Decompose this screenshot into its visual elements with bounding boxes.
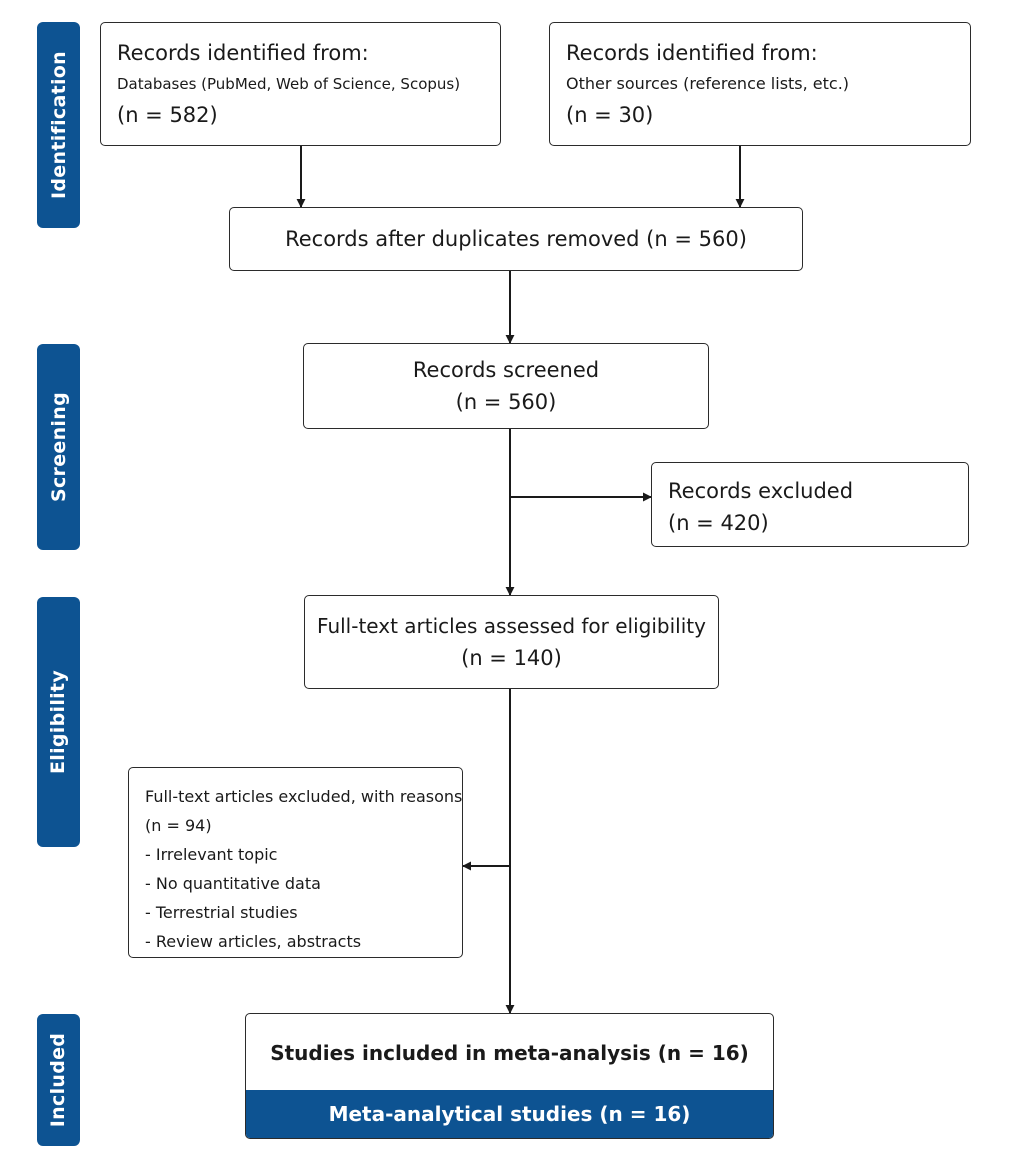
stage-screening: Screening <box>37 344 80 550</box>
stage-included: Included <box>37 1014 80 1146</box>
exclusion-reason: Review articles, abstracts <box>145 927 446 956</box>
other-sources-source: Other sources (reference lists, etc.) <box>566 74 850 93</box>
records-screened-title: Records screened <box>412 358 600 382</box>
exclusion-reason: Irrelevant topic <box>145 840 446 869</box>
duplicates-removed-box: Records after duplicates removed (n = 56… <box>229 207 803 271</box>
stage-eligibility-label: Eligibility <box>47 669 70 775</box>
stage-included-label: Included <box>47 1032 70 1128</box>
other-sources-records-box: Records identified from: Other sources (… <box>549 22 971 146</box>
full-text-excluded-title: Full-text articles excluded, with reason… <box>145 787 463 806</box>
other-sources-title: Records identified from: <box>566 41 818 65</box>
records-excluded-count: (n = 420) <box>668 511 769 535</box>
full-text-assessed-box: Full-text articles assessed for eligibil… <box>304 595 719 689</box>
stage-identification-label: Identification <box>47 51 70 199</box>
records-screened-count: (n = 560) <box>455 390 557 414</box>
meta-analytical-studies-bar: Meta-analytical studies (n = 16) <box>246 1090 773 1138</box>
databases-count: (n = 582) <box>117 103 218 127</box>
studies-included-box: Studies included in meta-analysis (n = 1… <box>245 1013 774 1139</box>
full-text-assessed-count: (n = 140) <box>461 646 562 670</box>
full-text-assessed-title: Full-text articles assessed for eligibil… <box>317 614 706 638</box>
records-screened-box: Records screened (n = 560) <box>303 343 709 429</box>
databases-title: Records identified from: <box>117 41 369 65</box>
other-sources-count: (n = 30) <box>566 103 654 127</box>
duplicates-removed-label: Records after duplicates removed (n = 56… <box>285 227 747 251</box>
exclusion-reason: Terrestrial studies <box>145 898 446 927</box>
records-excluded-box: Records excluded (n = 420) <box>651 462 969 547</box>
full-text-excluded-box: Full-text articles excluded, with reason… <box>128 767 463 958</box>
stage-eligibility: Eligibility <box>37 597 80 847</box>
exclusion-reason: No quantitative data <box>145 869 446 898</box>
databases-source: Databases (PubMed, Web of Science, Scopu… <box>117 75 461 93</box>
studies-included-title: Studies included in meta-analysis (n = 1… <box>270 1041 749 1065</box>
databases-records-box: Records identified from: Databases (PubM… <box>100 22 501 146</box>
stage-screening-label: Screening <box>47 392 70 502</box>
stage-identification: Identification <box>37 22 80 228</box>
records-excluded-title: Records excluded <box>668 479 854 503</box>
full-text-excluded-count: (n = 94) <box>145 816 212 835</box>
